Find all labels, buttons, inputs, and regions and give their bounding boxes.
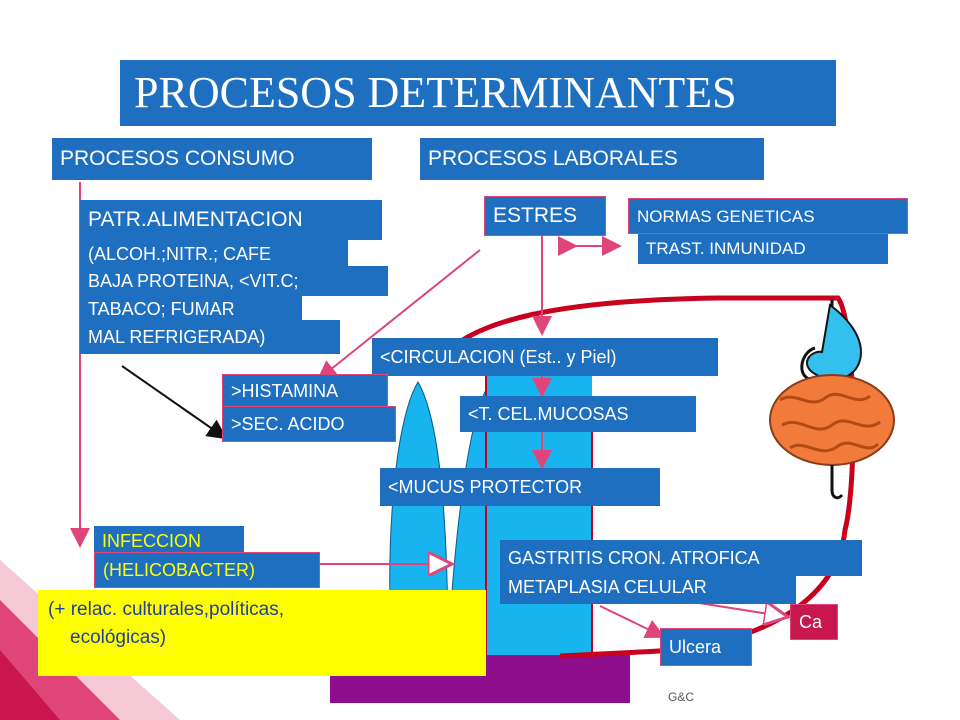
procesos-laborales-header: PROCESOS LABORALES — [420, 138, 764, 180]
alimentacion-line-3: TABACO; FUMAR — [80, 294, 302, 324]
culturales-line-1: (+ relac. culturales,políticas, — [48, 599, 285, 620]
alimentacion-line-4: MAL REFRIGERADA) — [80, 320, 340, 354]
mucus-protector-label: <MUCUS PROTECTOR — [380, 468, 660, 506]
sec-acido-label: >SEC. ACIDO — [222, 406, 396, 442]
alimentacion-line-1: (ALCOH.;NITR.; CAFE — [80, 240, 348, 268]
procesos-consumo-header: PROCESOS CONSUMO — [52, 138, 372, 180]
metaplasia-to-ulcera-arrow — [599, 605, 666, 639]
celmucosas-label: <T. CEL.MUCOSAS — [460, 396, 696, 432]
page-title: PROCESOS DETERMINANTES — [120, 60, 836, 126]
estres-label: ESTRES — [484, 196, 606, 236]
estres-to-histamina-arrow — [316, 249, 481, 381]
alimentacion-label: PATR.ALIMENTACION — [80, 200, 382, 240]
circulacion-label: <CIRCULACION (Est.. y Piel) — [372, 338, 718, 376]
ca-label: Ca — [790, 604, 838, 640]
alimentacion-line-2: BAJA PROTEINA, <VIT.C; — [80, 266, 388, 296]
culturales-note: (+ relac. culturales,políticas, ecológic… — [38, 590, 486, 676]
helicobacter-label: (HELICOBACTER) — [94, 552, 320, 588]
ulcera-label: Ulcera — [660, 628, 752, 666]
corner-wedge-deep — [0, 650, 60, 720]
alimentacion-to-acido-arrow — [121, 365, 228, 440]
trast-inmunidad-label: TRAST. INMUNIDAD — [638, 234, 888, 264]
infeccion-label: INFECCION — [94, 526, 244, 556]
credit-text: G&C — [668, 690, 695, 704]
culturales-line-2: ecológicas) — [70, 627, 167, 648]
metaplasia-label: METAPLASIA CELULAR — [500, 570, 796, 604]
histamina-label: >HISTAMINA — [222, 374, 388, 408]
normas-geneticas-label: NORMAS GENETICAS — [628, 198, 908, 234]
